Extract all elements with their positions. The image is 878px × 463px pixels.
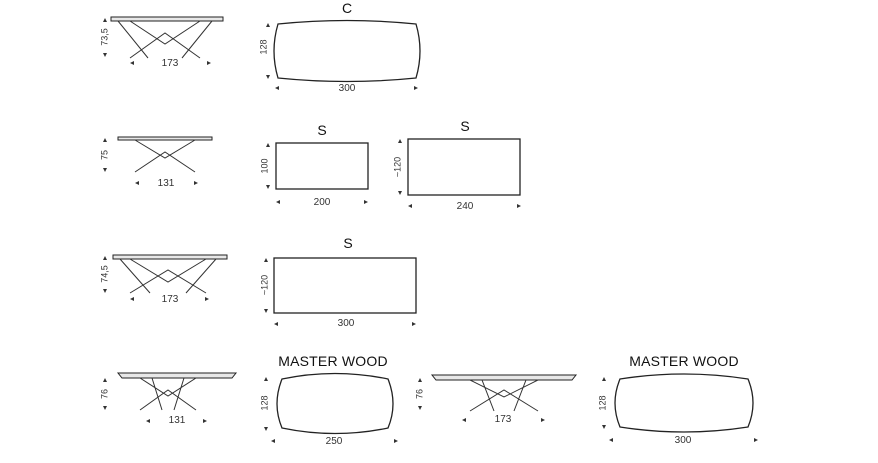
row4-right-plan-length: 300 bbox=[674, 435, 692, 446]
row4-left-plan-depth: 128 bbox=[259, 395, 270, 411]
row2-height-label: 75 bbox=[99, 149, 110, 161]
row2-width-label: 131 bbox=[157, 178, 175, 189]
row4-left-plan-length: 250 bbox=[325, 436, 343, 447]
row3-plan-depth: ~120 bbox=[259, 274, 270, 296]
row2-plan1-length: 200 bbox=[313, 197, 331, 208]
row1-plan-title: C bbox=[341, 0, 353, 16]
row1-plan-depth: 128 bbox=[258, 39, 269, 55]
plan-row1-c bbox=[266, 19, 421, 90]
row2-plan2-length: 240 bbox=[456, 201, 474, 212]
elevation-row1 bbox=[103, 16, 224, 65]
plan-row4-master-wood-300 bbox=[602, 373, 758, 442]
row4-left-height-label: 76 bbox=[99, 388, 110, 400]
row2-plan2-depth: ~120 bbox=[392, 156, 403, 178]
plan-row2-s-240 bbox=[398, 138, 521, 208]
row4-right-width-label: 173 bbox=[494, 414, 512, 425]
row2-plan2-title: S bbox=[460, 118, 470, 134]
row3-width-label: 173 bbox=[161, 294, 179, 305]
row3-plan-length: 300 bbox=[337, 318, 355, 329]
row4-right-plan-title: MASTER WOOD bbox=[629, 353, 739, 369]
row4-right-plan-depth: 128 bbox=[597, 395, 608, 411]
elevation-row2 bbox=[103, 136, 213, 185]
row1-width-label: 173 bbox=[161, 58, 179, 69]
row1-height-label: 73,5 bbox=[99, 28, 110, 46]
elevation-row3 bbox=[103, 254, 228, 301]
row3-plan-title: S bbox=[343, 235, 353, 251]
row4-left-plan-title: MASTER WOOD bbox=[278, 353, 388, 369]
row3-height-label: 74,5 bbox=[99, 265, 110, 283]
row4-left-width-label: 131 bbox=[168, 415, 186, 426]
plan-row2-s-200 bbox=[266, 142, 369, 204]
row4-right-height-label: 76 bbox=[414, 388, 425, 400]
plan-row4-master-wood-250 bbox=[264, 372, 398, 443]
row2-plan1-depth: 100 bbox=[259, 158, 270, 174]
row2-plan1-title: S bbox=[317, 122, 327, 138]
elevation-row4-left bbox=[103, 372, 238, 423]
elevation-row4-right bbox=[418, 374, 578, 422]
plan-row3-s-300 bbox=[264, 257, 417, 326]
row1-plan-length: 300 bbox=[338, 83, 356, 94]
